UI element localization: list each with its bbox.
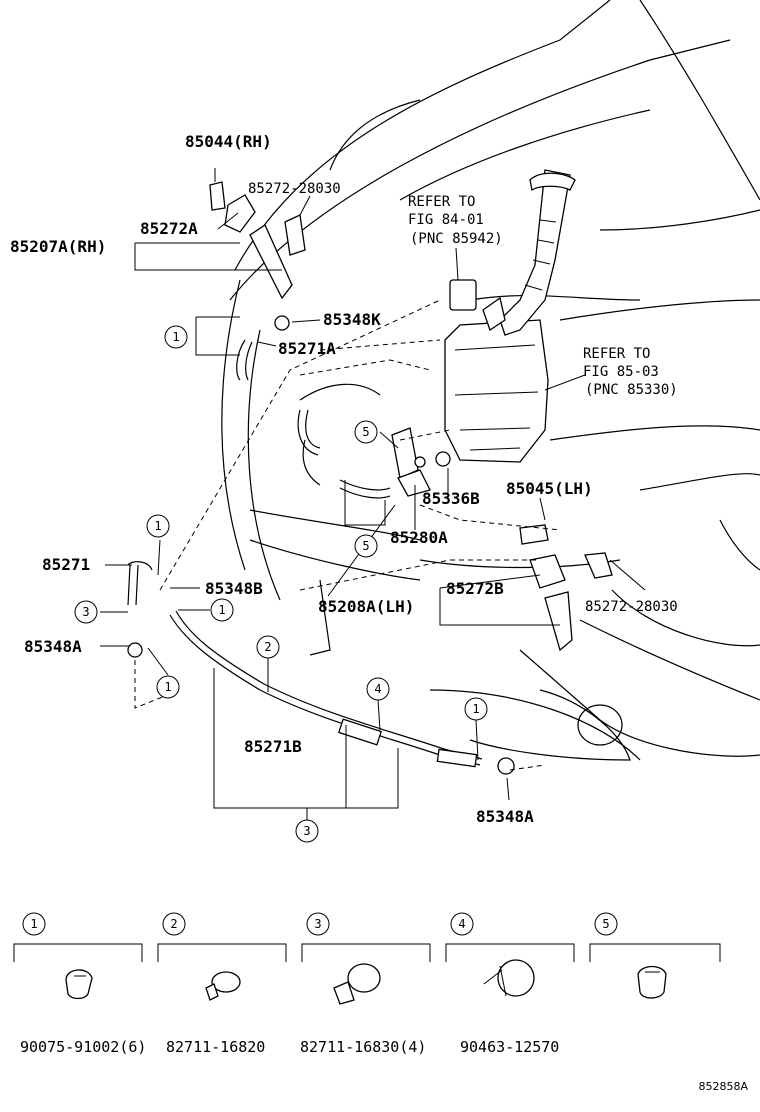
label-85272b: 85272B [446,579,504,598]
legend: 1 90075-91002(6) 2 82711-16820 3 82711-1… [13,912,721,1056]
svg-text:1: 1 [172,330,179,344]
svg-text:5: 5 [362,539,369,553]
svg-text:1: 1 [30,917,37,931]
callout-1-right: 1 [464,697,488,721]
legend-item-1: 1 90075-91002(6) [13,912,146,1056]
svg-text:90463-12570: 90463-12570 [460,1038,559,1056]
label-refer-1-line-2: FIG 84-01 [408,212,484,228]
label-85208a-lh: 85208A(LH) [318,597,414,616]
legend-item-2: 2 82711-16820 [157,912,287,1056]
svg-text:1: 1 [472,702,479,716]
legend-item-5: 5 [589,912,721,999]
label-85045-lh: 85045(LH) [506,479,593,498]
nozzle-lh [519,524,613,652]
svg-text:4: 4 [374,682,381,696]
label-85044-rh: 85044(RH) [185,132,272,151]
label-refer-2-line-3: (PNC 85330) [585,382,678,398]
svg-text:5: 5 [602,917,609,931]
svg-text:1: 1 [164,680,171,694]
legend-item-4: 4 90463-12570 [445,912,575,1056]
label-85271a: 85271A [278,339,336,358]
svg-text:90075-91002(6): 90075-91002(6) [20,1038,146,1056]
callout-5-upper: 5 [354,420,378,444]
svg-text:1: 1 [218,603,225,617]
label-refer-2-line-2: FIG 85-03 [583,364,659,380]
svg-text:3: 3 [82,605,89,619]
label-85271: 85271 [42,555,90,574]
svg-text:3: 3 [303,824,310,838]
label-85336b: 85336B [422,489,480,508]
washer-pump [391,427,451,497]
label-85272-28030-top: 85272-28030 [248,181,341,197]
label-85280a: 85280A [390,528,448,547]
label-85348a-right: 85348A [476,807,534,826]
legend-item-3: 3 82711-16830(4) [300,912,431,1056]
label-85348a-left: 85348A [24,637,82,656]
svg-text:4: 4 [458,917,465,931]
nozzle-rh [209,181,306,331]
label-85348b: 85348B [205,579,263,598]
svg-text:82711-16820: 82711-16820 [166,1038,265,1056]
svg-text:5: 5 [362,425,369,439]
callout-3-bottom: 3 [295,819,319,843]
callout-1-left-upper: 1 [146,514,170,538]
figure-id: 852858A [698,1080,748,1093]
label-85272-28030-bottom: 85272-28030 [585,599,678,615]
callout-1-nozzle-rh: 1 [164,325,188,349]
svg-text:3: 3 [314,917,321,931]
label-refer-1-line-3: (PNC 85942) [410,231,503,247]
connection-lines [134,299,561,771]
callout-1-left-lower: 1 [156,675,180,699]
callout-2: 2 [256,635,280,659]
svg-text:82711-16830(4): 82711-16830(4) [300,1038,426,1056]
svg-text:2: 2 [170,917,177,931]
label-85272a: 85272A [140,219,198,238]
callout-5-lower: 5 [354,534,378,558]
svg-text:1: 1 [154,519,161,533]
label-85207a-rh: 85207A(RH) [10,237,106,256]
callout-1-left-middle: 1 [210,598,234,622]
washer-tank [444,169,576,463]
vehicle-body-outline [221,0,760,761]
label-refer-1-line-1: REFER TO [408,194,475,210]
label-refer-2-line-1: REFER TO [583,346,650,362]
label-85348k: 85348K [323,310,381,329]
svg-text:2: 2 [264,640,271,654]
callout-3-left: 3 [74,600,98,624]
label-85271b: 85271B [244,737,302,756]
callout-4: 4 [366,677,390,701]
